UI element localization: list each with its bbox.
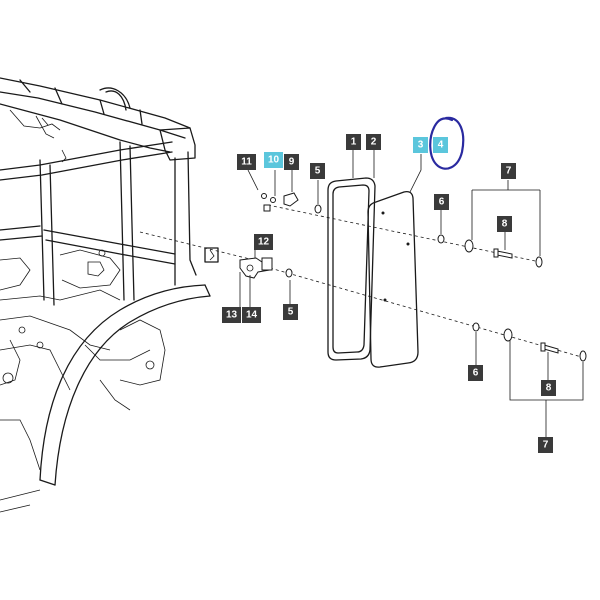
callout-14-label: 14 [246,310,258,321]
right-hardware-upper [437,234,543,268]
callout-9: 9 [284,154,299,170]
callout-7-upper: 7 [501,163,516,179]
callout-7-lower: 7 [538,437,553,453]
cab-frame [0,77,219,513]
callouts: 1 2 3 4 5 5 6 6 [222,134,556,453]
callout-3: 3 [413,137,428,153]
callout-12-label: 12 [258,237,270,248]
callout-3-label: 3 [418,140,424,151]
callout-14: 14 [242,307,261,323]
callout-13: 13 [222,307,241,323]
callout-1: 1 [346,134,361,150]
marker-circle [429,116,465,170]
upper-hardware [261,192,322,214]
callout-8-upper-label: 8 [502,219,508,230]
callout-5-lower: 5 [283,304,298,320]
callout-12: 12 [254,234,273,250]
callout-4: 4 [433,137,448,153]
callout-9-label: 9 [289,157,295,168]
callout-2: 2 [366,134,381,150]
callout-11-label: 11 [241,157,252,168]
callout-4-label: 4 [438,140,444,151]
callout-8-lower-label: 8 [546,383,552,394]
callout-13-label: 13 [226,310,238,321]
callout-10-label: 10 [268,155,280,166]
window-seal [327,177,376,361]
callout-5-lower-label: 5 [288,307,294,318]
leader-lines [239,150,584,438]
callout-6-upper-label: 6 [439,197,445,208]
callout-5-upper: 5 [310,163,325,179]
callout-8-upper: 8 [497,216,512,232]
glass-pane [367,190,419,368]
callout-1-label: 1 [351,137,357,148]
right-hardware-lower [472,322,587,362]
callout-11: 11 [237,154,256,170]
callout-10: 10 [264,152,283,168]
callout-7-lower-label: 7 [543,440,549,451]
callout-5-upper-label: 5 [315,166,321,177]
latch-assembly [239,257,293,279]
callout-6-lower: 6 [468,365,483,381]
callout-2-label: 2 [371,137,377,148]
callout-8-lower: 8 [541,380,556,396]
callout-7-upper-label: 7 [506,166,512,177]
callout-6-lower-label: 6 [473,368,479,379]
projection-lines [139,204,586,359]
callout-6-upper: 6 [434,194,449,210]
